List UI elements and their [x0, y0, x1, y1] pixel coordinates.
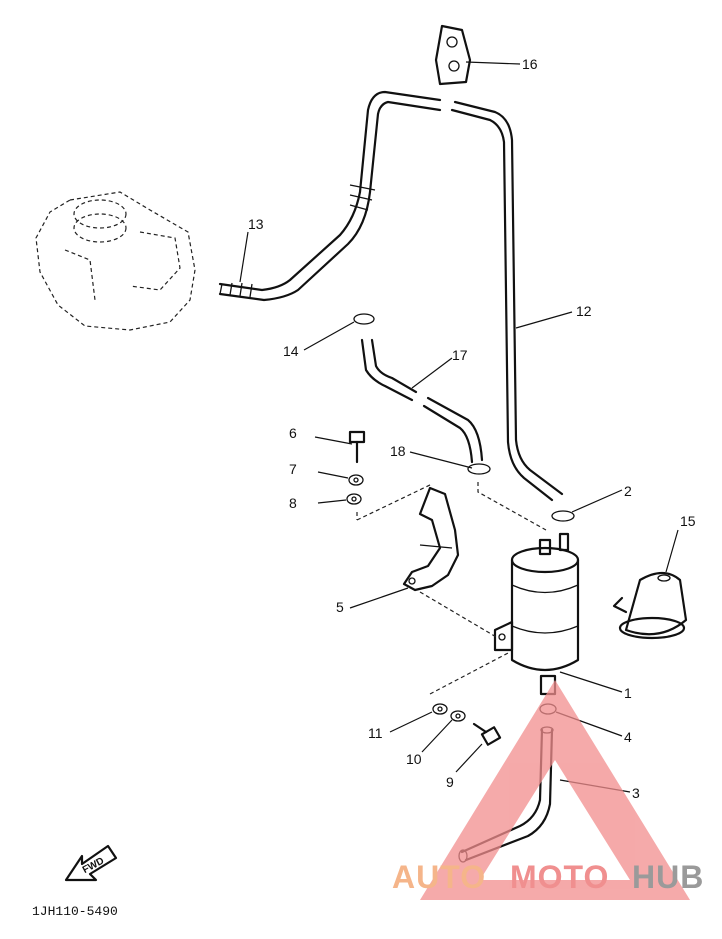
- label-part-4: 4: [624, 729, 632, 745]
- label-part-3: 3: [632, 785, 640, 801]
- clip-part-2: [551, 510, 575, 522]
- watermark-text: AUTO MOTO HUB: [392, 859, 704, 895]
- label-part-6: 6: [289, 425, 297, 441]
- label-part-8: 8: [289, 495, 297, 511]
- cap-part-15: [612, 571, 688, 640]
- label-part-12: 12: [576, 303, 592, 319]
- washer-part-10: [450, 710, 466, 722]
- bolt-part-6: [348, 430, 366, 464]
- label-part-11: 11: [368, 725, 383, 741]
- washer-part-7: [348, 474, 364, 486]
- washer-part-11: [432, 703, 448, 715]
- hose-part-12: [450, 100, 564, 502]
- bracket-part-5: [402, 486, 460, 592]
- hose-part-17: [360, 338, 484, 464]
- label-part-1: 1: [624, 685, 632, 701]
- fuel-pump-part-1: [493, 532, 580, 696]
- hose-part-13: [218, 90, 442, 302]
- fwd-arrow-icon: FWD: [64, 844, 118, 882]
- bolt-part-9: [472, 722, 502, 746]
- watermark-logo: [420, 680, 690, 900]
- reference-code: 1JH110-5490: [32, 904, 118, 919]
- label-part-15: 15: [680, 513, 696, 529]
- label-part-10: 10: [406, 751, 422, 767]
- watermark-text-auto: AUTO: [392, 859, 486, 895]
- label-part-2: 2: [624, 483, 632, 499]
- label-part-5: 5: [336, 599, 344, 615]
- assembly-lines: [356, 482, 547, 695]
- label-part-16: 16: [522, 56, 538, 72]
- label-part-13: 13: [248, 216, 264, 232]
- carburetor-outline: [35, 191, 196, 331]
- label-part-17: 17: [452, 347, 468, 363]
- label-part-14: 14: [283, 343, 299, 359]
- clip-part-18: [467, 463, 491, 475]
- label-part-18: 18: [390, 443, 406, 459]
- label-part-7: 7: [289, 461, 297, 477]
- washer-part-8: [346, 493, 362, 505]
- clip-part-14: [353, 313, 375, 325]
- watermark-triangle: [420, 680, 690, 900]
- watermark-text-moto: MOTO: [510, 859, 609, 895]
- part-labels: 1 2 3 4 5 6 7 8 9 10 11 12 13 14 15 16 1…: [248, 56, 696, 801]
- clip-part-16: [434, 24, 472, 86]
- watermark-text-hub: HUB: [632, 859, 704, 895]
- label-part-9: 9: [446, 774, 454, 790]
- leader-lines: [239, 61, 679, 793]
